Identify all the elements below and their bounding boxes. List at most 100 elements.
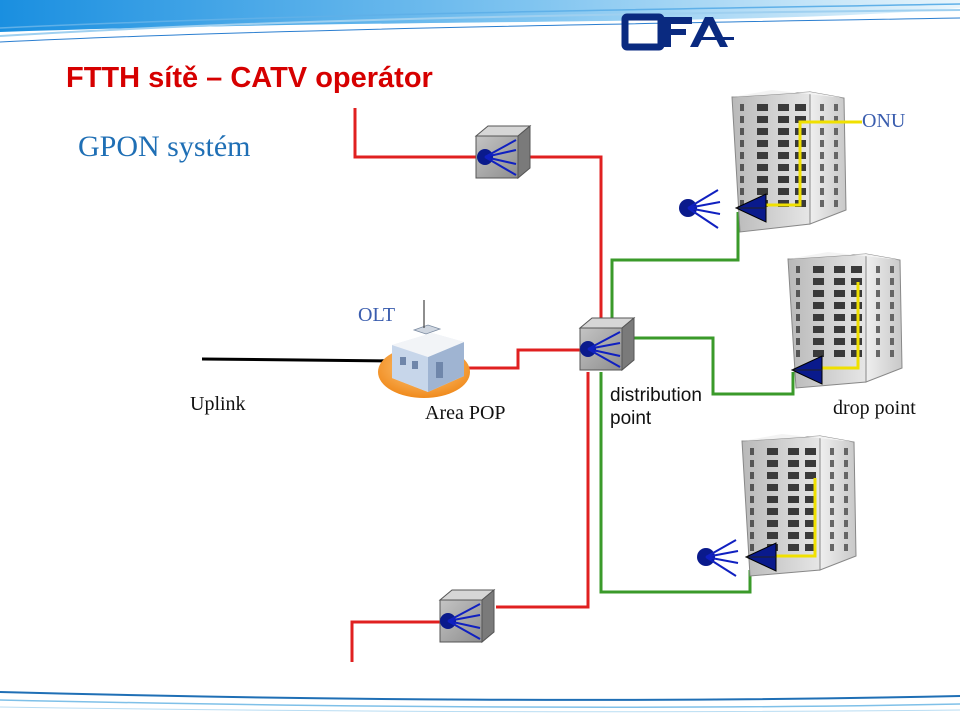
drop-splitter-icon-top <box>679 189 721 229</box>
building-window <box>820 128 824 135</box>
building-window <box>834 176 838 183</box>
building-window <box>844 460 848 467</box>
building-window <box>834 116 838 123</box>
building-window <box>890 326 894 333</box>
slide-title: FTTH sítě – CATV operátor <box>66 62 433 94</box>
building-window <box>851 266 862 273</box>
distribution-fibers <box>599 212 795 594</box>
building-window <box>834 338 845 345</box>
building-window <box>796 350 800 357</box>
building-window <box>778 128 789 135</box>
building-window <box>830 472 834 479</box>
building-window <box>750 508 754 515</box>
apartment-building-top <box>731 90 847 233</box>
building-window <box>778 140 789 147</box>
building-window <box>813 278 824 285</box>
footer-swoosh <box>0 691 960 713</box>
building-window <box>778 116 789 123</box>
building-window <box>834 152 838 159</box>
building-window <box>820 152 824 159</box>
building-window <box>813 350 824 357</box>
splitter-box-top <box>474 124 532 180</box>
building-window <box>890 266 894 273</box>
building-window <box>876 290 880 297</box>
building-window <box>750 448 754 455</box>
building-window <box>890 278 894 285</box>
building-window <box>757 128 768 135</box>
building-window <box>796 290 800 297</box>
area-pop-label: Area POP <box>425 402 506 424</box>
building-window <box>788 520 799 527</box>
building-window <box>851 278 862 285</box>
building-window <box>820 176 824 183</box>
slide-subtitle: GPON systém <box>78 130 251 163</box>
building-window <box>740 200 744 207</box>
building-window <box>830 448 834 455</box>
building-window <box>796 326 800 333</box>
building-window <box>767 484 778 491</box>
building-window <box>767 520 778 527</box>
building-window <box>740 152 744 159</box>
drop-splitter-middle <box>790 355 823 385</box>
building-window <box>805 544 816 551</box>
building-window <box>844 508 848 515</box>
distribution-point-label: distribution point <box>610 384 702 430</box>
building-window <box>750 544 754 551</box>
splitter-box-bottom <box>438 588 496 644</box>
building-window <box>805 508 816 515</box>
building-window <box>796 278 800 285</box>
building-window <box>876 314 880 321</box>
building-window <box>844 520 848 527</box>
building-window <box>844 448 848 455</box>
building-window <box>805 520 816 527</box>
building-window <box>820 200 824 207</box>
header-swoosh <box>0 0 960 43</box>
building-window <box>820 188 824 195</box>
building-window <box>830 484 834 491</box>
building-window <box>788 508 799 515</box>
building-window <box>813 326 824 333</box>
building-window <box>805 496 816 503</box>
building-window <box>834 326 845 333</box>
building-window <box>740 188 744 195</box>
building-window <box>750 532 754 539</box>
building-window <box>813 266 824 273</box>
building-window <box>834 266 845 273</box>
feeder-fibers <box>350 108 603 662</box>
building-window <box>796 338 800 345</box>
building-window <box>830 496 834 503</box>
building-window <box>778 176 789 183</box>
building-window <box>757 164 768 171</box>
distribution-point-label-line1: distribution <box>610 385 702 406</box>
drop-splitter-icon-bottom <box>697 539 739 577</box>
building-window <box>876 278 880 285</box>
drop-splitter-top <box>734 193 767 223</box>
building-window <box>844 472 848 479</box>
building-window <box>876 338 880 345</box>
building-window <box>876 350 880 357</box>
building-window <box>844 544 848 551</box>
olt-building <box>378 300 470 398</box>
ofa-logo <box>621 13 734 51</box>
building-window <box>820 104 824 111</box>
building-window <box>834 278 845 285</box>
building-window <box>795 104 806 111</box>
building-window <box>750 484 754 491</box>
building-window <box>740 116 744 123</box>
building-window <box>813 338 824 345</box>
building-window <box>757 152 768 159</box>
building-window <box>767 460 778 467</box>
building-window <box>830 508 834 515</box>
building-window <box>757 116 768 123</box>
building-window <box>796 314 800 321</box>
building-window <box>757 104 768 111</box>
building-window <box>778 152 789 159</box>
building-window <box>778 164 789 171</box>
olt-label: OLT <box>358 304 396 326</box>
building-window <box>757 188 768 195</box>
building-window <box>844 496 848 503</box>
building-window <box>890 338 894 345</box>
building-window <box>805 460 816 467</box>
in-building-fibers <box>760 120 862 558</box>
